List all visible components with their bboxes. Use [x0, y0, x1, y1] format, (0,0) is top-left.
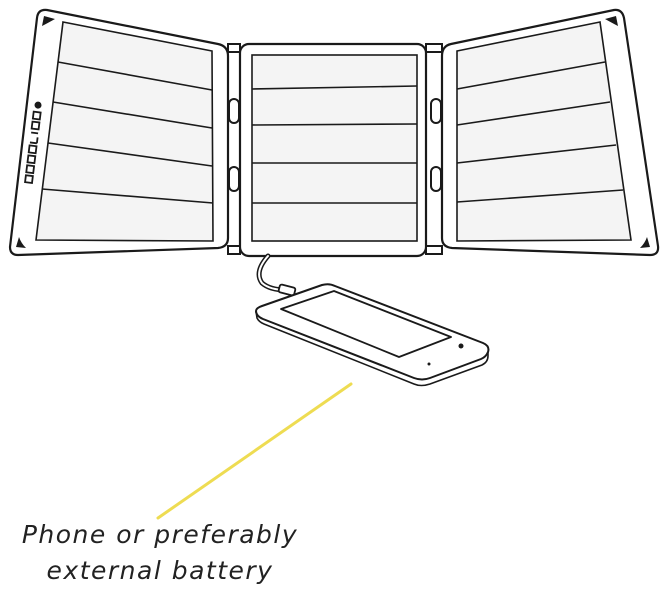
sunslice-logo: [22, 94, 45, 186]
right-panel-dividers: [456, 61, 624, 203]
center-panel-cells: [251, 54, 418, 242]
pointer-line: [156, 382, 353, 520]
left-panel-cells: [35, 21, 214, 242]
right-solar-panel: [440, 8, 660, 257]
phone-edge: [255, 310, 489, 387]
phone-camera: [458, 343, 464, 349]
grommet-icon: [16, 237, 26, 248]
left-solar-panel: [8, 8, 230, 257]
caption-line-1: Phone or preferably: [21, 520, 299, 549]
grommet-icon: [605, 16, 618, 26]
right-panel-cells: [456, 21, 632, 242]
strap-slot: [430, 166, 442, 192]
usb-plug: [277, 283, 297, 297]
grommet-icon: [640, 237, 650, 248]
caption-line-2: external battery: [46, 556, 274, 585]
hinge-bottom-right: [425, 245, 443, 255]
phone-button: [427, 362, 431, 366]
hinge-bottom-left: [227, 245, 241, 255]
strap-slot: [430, 98, 442, 124]
left-panel-dividers: [41, 61, 214, 204]
usb-cable: [256, 253, 297, 297]
panel-hinges: [227, 43, 443, 255]
phone-screen: [280, 290, 452, 358]
grommet-icon: [42, 16, 55, 26]
center-panel-dividers: [251, 85, 418, 204]
hinge-top-right: [425, 43, 443, 53]
hinge-top-left: [227, 43, 241, 53]
center-solar-panel: [238, 42, 428, 258]
smartphone-icon: [254, 283, 490, 387]
strap-slot: [228, 98, 240, 124]
strap-slot: [228, 166, 240, 192]
